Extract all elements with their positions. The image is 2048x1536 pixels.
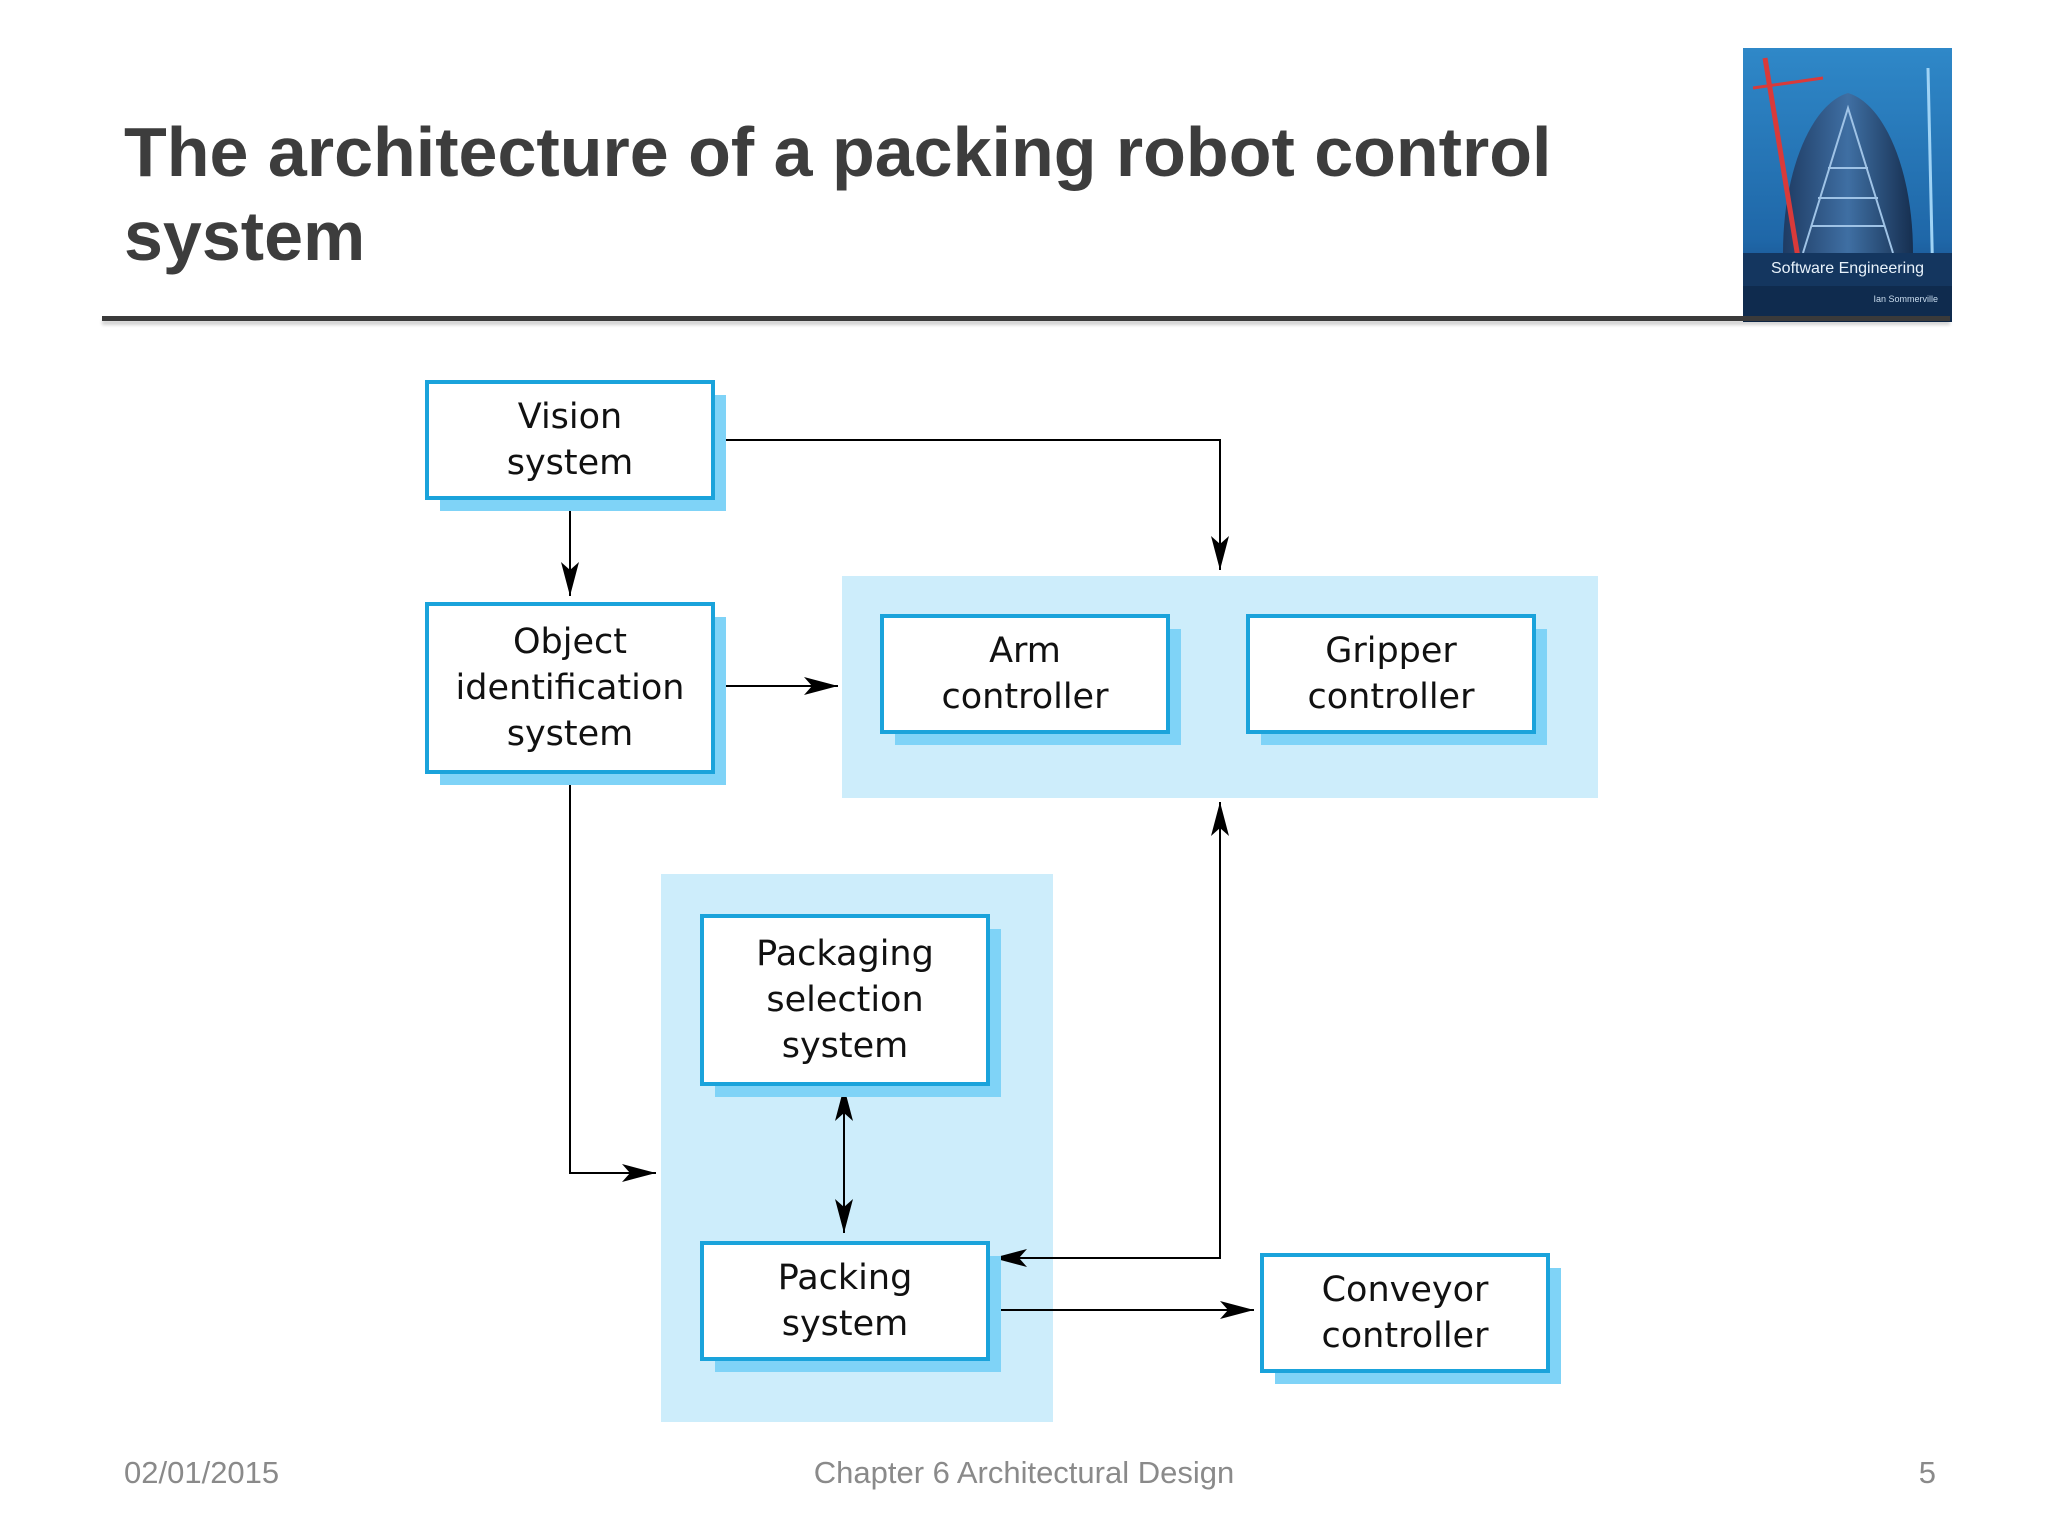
connector-controllers-packing bbox=[993, 802, 1229, 1267]
node-arm: Arm controller bbox=[880, 614, 1181, 745]
node-packing-label-line: system bbox=[782, 1304, 909, 1344]
slide-title-line-2: system bbox=[124, 197, 366, 275]
node-packaging-label-line: selection bbox=[766, 980, 923, 1020]
node-packing: Packing system bbox=[700, 1241, 1001, 1372]
book-cover-author: Ian Sommerville bbox=[1873, 294, 1938, 304]
book-cover-title: Software Engineering bbox=[1771, 260, 1924, 277]
slide-title: The architecture of a packing robot cont… bbox=[124, 110, 1624, 278]
node-conveyor: Conveyor controller bbox=[1260, 1253, 1561, 1384]
footer-page-number: 5 bbox=[1918, 1455, 1936, 1490]
connector-vision-to-controllers bbox=[716, 439, 1229, 570]
book-cover-image: Software Engineering Ian Sommerville bbox=[1743, 48, 1952, 322]
node-arm-label-line: controller bbox=[942, 677, 1110, 717]
node-object-label-line: system bbox=[507, 714, 634, 754]
node-packaging-label-line: Packaging bbox=[756, 934, 934, 974]
footer-date: 02/01/2015 bbox=[124, 1455, 280, 1490]
node-object-box bbox=[425, 602, 715, 774]
node-gripper-box bbox=[1246, 614, 1536, 734]
node-object: Object identification system bbox=[425, 602, 726, 785]
node-object-label-line: Object bbox=[513, 622, 627, 662]
node-arm-label-line: Arm bbox=[989, 631, 1061, 671]
node-gripper-label-line: controller bbox=[1308, 677, 1476, 717]
node-packaging: Packaging selection system bbox=[700, 914, 1001, 1097]
node-vision-label-line: Vision bbox=[518, 397, 622, 437]
node-gripper-label-line: Gripper bbox=[1325, 631, 1457, 671]
book-cover-art bbox=[1743, 48, 1952, 322]
node-packaging-label-line: system bbox=[782, 1026, 909, 1066]
node-packing-label-line: Packing bbox=[778, 1258, 913, 1298]
node-vision-label-line: system bbox=[507, 443, 634, 483]
node-vision-box bbox=[425, 380, 715, 500]
node-vision: Vision system bbox=[425, 380, 726, 511]
node-conveyor-box bbox=[1260, 1253, 1550, 1373]
connector-object-to-packing-group bbox=[569, 772, 656, 1182]
node-packing-box bbox=[700, 1241, 990, 1361]
node-arm-box bbox=[880, 614, 1170, 734]
slide-title-line-1: The architecture of a packing robot cont… bbox=[124, 113, 1552, 191]
node-gripper: Gripper controller bbox=[1246, 614, 1547, 745]
footer-chapter: Chapter 6 Architectural Design bbox=[813, 1455, 1235, 1490]
node-packaging-box bbox=[700, 914, 990, 1086]
node-conveyor-label-line: Conveyor bbox=[1322, 1270, 1489, 1310]
node-object-label-line: identification bbox=[456, 668, 685, 708]
title-divider bbox=[102, 316, 1950, 321]
node-conveyor-label-line: controller bbox=[1322, 1316, 1490, 1356]
